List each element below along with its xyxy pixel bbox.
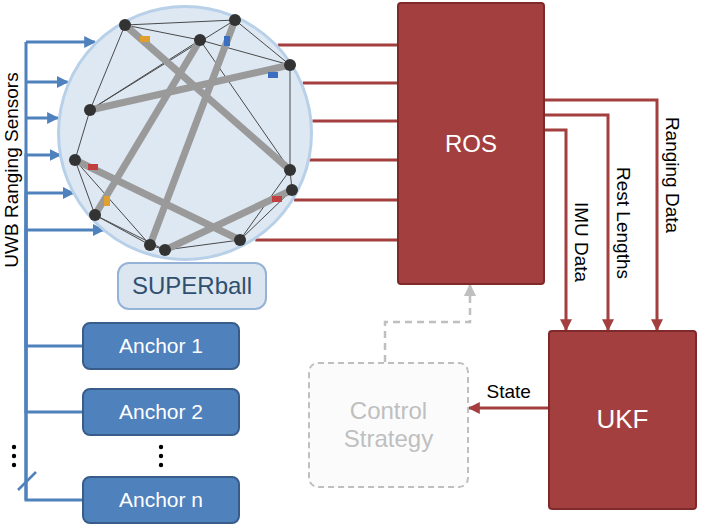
strategy-box: Control Strategy — [308, 362, 469, 488]
rod — [165, 190, 292, 250]
end-cap — [69, 154, 81, 166]
cable — [95, 215, 150, 245]
end-cap — [84, 104, 96, 116]
cable — [75, 110, 90, 160]
ellipsis-dot — [12, 463, 16, 467]
box-label: UKF — [597, 405, 649, 435]
cable — [165, 190, 292, 250]
edge-label: Ranging Data — [661, 115, 682, 235]
end-cap — [159, 244, 171, 256]
cable — [90, 40, 200, 110]
end-cap — [284, 59, 296, 71]
motor-module — [104, 196, 110, 206]
uwb-arrow — [26, 41, 95, 44]
end-cap — [89, 209, 101, 221]
cable — [125, 20, 235, 25]
uwb-arrow — [26, 117, 58, 120]
cable — [150, 245, 165, 250]
cable — [95, 215, 165, 250]
end-cap — [284, 164, 296, 176]
ellipsis-dot — [12, 445, 16, 449]
rod-group — [75, 20, 292, 250]
box-label: Anchor 1 — [119, 334, 203, 358]
data-wire — [294, 199, 397, 202]
edge-label: IMU Data — [570, 200, 591, 284]
rod — [125, 25, 290, 170]
end-cap — [119, 19, 131, 31]
cable — [290, 170, 292, 190]
box-label: Anchor 2 — [119, 400, 203, 424]
connector — [26, 193, 82, 412]
edge-label: State — [485, 382, 533, 403]
rod — [90, 65, 290, 110]
robot-node: SUPERball — [57, 5, 313, 261]
anchor-box: Anchor n — [82, 476, 240, 524]
ellipsis-dot — [159, 445, 163, 449]
box-label: ROS — [445, 130, 497, 158]
cable — [125, 25, 200, 40]
connector — [309, 159, 397, 162]
motor-module — [224, 36, 230, 46]
rod — [75, 160, 240, 240]
motor-module — [88, 164, 98, 170]
cable — [240, 190, 292, 240]
cable — [90, 20, 235, 110]
end-cap — [234, 234, 246, 246]
robot-name: SUPERball — [132, 272, 252, 300]
side-label: UWB Ranging Sensors — [2, 70, 23, 269]
motor-module — [272, 196, 282, 202]
cable-group — [75, 20, 292, 250]
data-wire — [255, 239, 397, 242]
ellipsis-dot — [159, 463, 163, 467]
end-cap — [286, 184, 298, 196]
box-label: Anchor n — [119, 488, 203, 512]
end-cap — [194, 34, 206, 46]
uwb-arrow — [26, 81, 68, 84]
motor-module — [140, 36, 150, 42]
cable — [90, 25, 125, 110]
box-label: Control Strategy — [318, 397, 459, 452]
data-wire — [303, 82, 397, 85]
cable — [290, 65, 291, 170]
motor-group — [88, 36, 282, 206]
dashed-connector — [385, 285, 470, 362]
cable — [240, 170, 290, 240]
data-wire — [278, 44, 397, 47]
connector — [545, 115, 608, 330]
anchor-box: Anchor 2 — [82, 388, 240, 436]
connector — [545, 100, 657, 330]
ellipsis-dot — [159, 454, 163, 458]
connector — [469, 407, 548, 410]
end-cap-group — [69, 14, 298, 256]
end-cap — [144, 239, 156, 251]
motor-module — [268, 72, 278, 78]
filter-box: UKF — [548, 330, 697, 510]
process-box: ROS — [397, 2, 545, 285]
cable — [200, 40, 290, 170]
cable — [200, 40, 290, 65]
ring-outline — [57, 5, 313, 261]
cable — [165, 240, 240, 250]
rod — [95, 40, 200, 215]
end-cap — [229, 14, 241, 26]
rod — [150, 20, 235, 245]
ellipsis-dot — [12, 454, 16, 458]
data-wire — [312, 120, 397, 123]
cable — [75, 160, 150, 245]
name-tag: SUPERball — [117, 262, 267, 310]
anchor-box: Anchor 1 — [82, 322, 240, 370]
connector — [545, 130, 566, 330]
cable — [235, 20, 290, 65]
edge-label: Rest Lengths — [612, 165, 633, 281]
ring-circle — [59, 7, 312, 260]
cable — [75, 160, 95, 215]
